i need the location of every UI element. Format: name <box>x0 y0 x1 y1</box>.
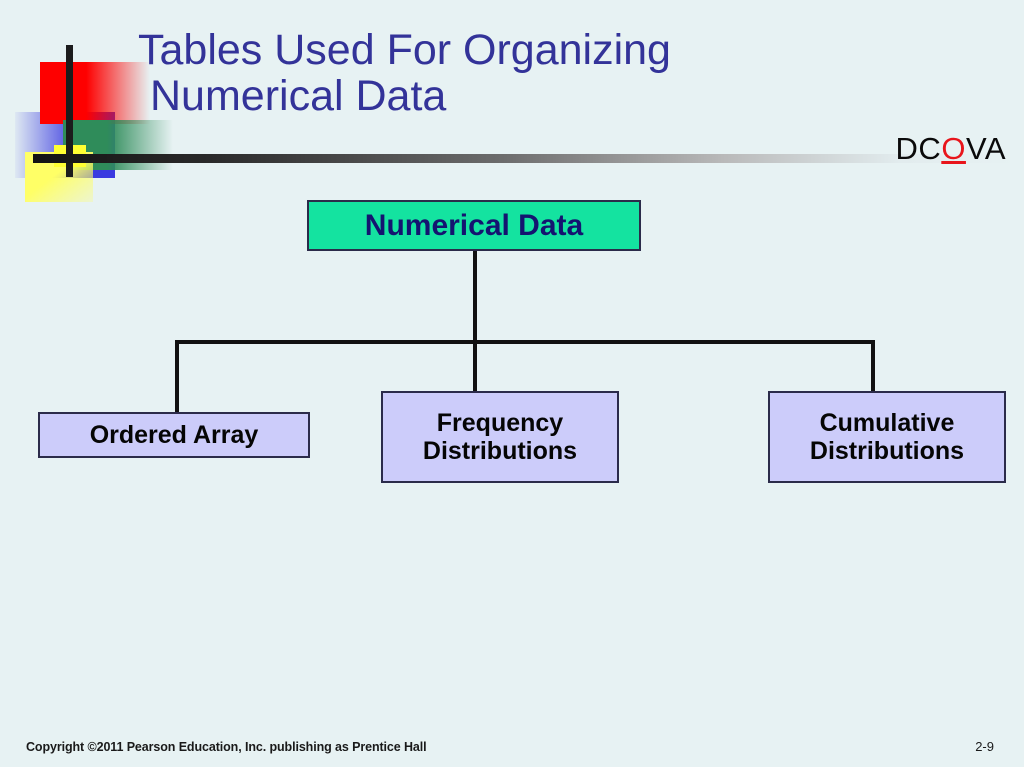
decor-horizontal-rule <box>33 154 1018 163</box>
node-cumulative-line-2: Distributions <box>809 437 965 465</box>
node-ordered-array: Ordered Array <box>38 412 310 458</box>
decor-vertical-bar <box>66 45 73 177</box>
node-numerical-data-label: Numerical Data <box>364 208 584 242</box>
connector-to-cumulative-distributions <box>871 340 875 391</box>
slide-title-line-2: Numerical Data <box>150 72 447 120</box>
connector-root-stem <box>473 251 477 343</box>
slide-title-line-1: Tables Used For Organizing <box>138 26 671 74</box>
footer-page-number: 2-9 <box>975 739 994 754</box>
connector-horizontal-bus <box>175 340 875 344</box>
decor-red-square <box>40 62 150 124</box>
dcova-highlight-letter: O <box>941 131 966 166</box>
connector-to-ordered-array <box>175 340 179 412</box>
dcova-suffix: VA <box>965 131 1006 166</box>
node-ordered-array-label: Ordered Array <box>89 421 259 449</box>
node-frequency-line-2: Distributions <box>422 437 578 465</box>
footer-copyright: Copyright ©2011 Pearson Education, Inc. … <box>26 740 427 754</box>
node-cumulative-line-1: Cumulative <box>819 409 955 437</box>
slide-title: Tables Used For Organizing Numerical Dat… <box>138 27 898 119</box>
dcova-prefix: DC <box>895 131 942 166</box>
node-frequency-line-1: Frequency <box>436 409 564 437</box>
connector-to-frequency-distributions <box>473 340 477 391</box>
dcova-badge: DCOVA <box>896 131 1006 167</box>
node-numerical-data: Numerical Data <box>307 200 641 251</box>
